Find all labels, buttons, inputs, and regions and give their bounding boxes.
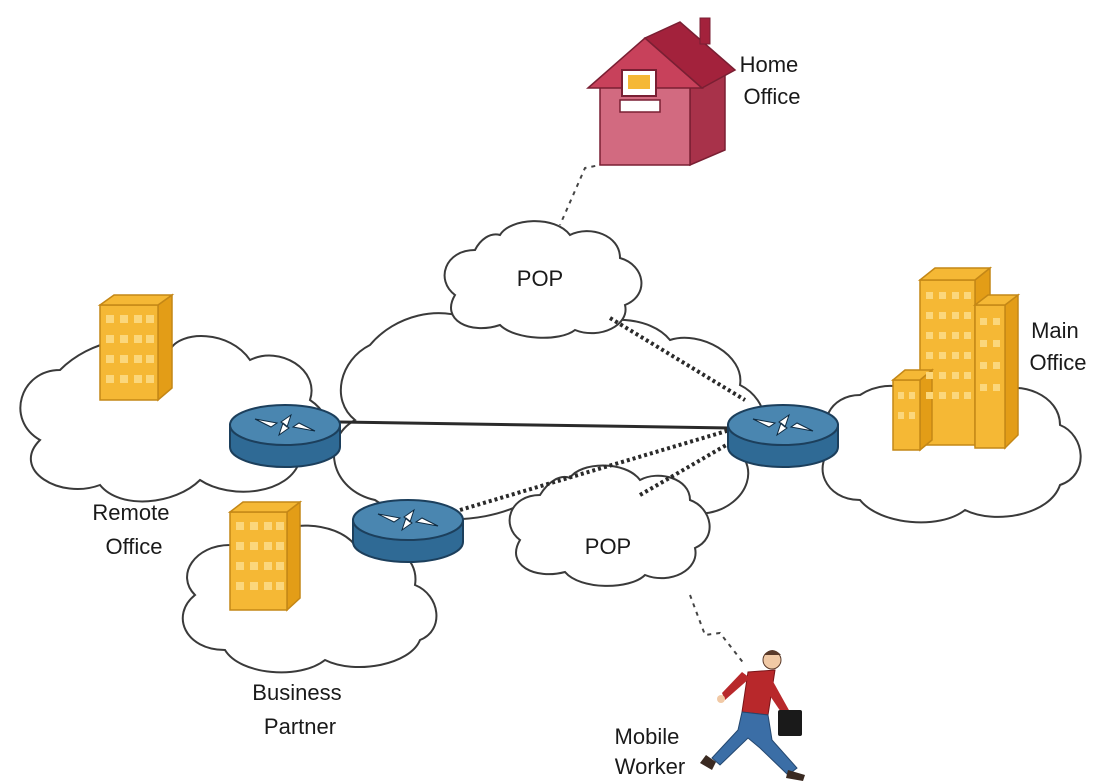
link-pop-bottom-main bbox=[638, 438, 737, 497]
business-partner-label: Business Partner bbox=[252, 680, 347, 739]
remote-office-building-icon bbox=[97, 293, 175, 402]
business-partner-building-icon bbox=[227, 500, 303, 612]
mobile-worker-person-icon bbox=[700, 650, 805, 781]
link-pop-top-main bbox=[608, 316, 747, 402]
main-router-icon bbox=[727, 404, 839, 468]
link-remote-main bbox=[339, 420, 731, 430]
pop-top-label: POP bbox=[517, 266, 563, 291]
main-office-buildings-icon bbox=[890, 266, 1021, 452]
pop-bottom-cloud bbox=[508, 464, 711, 587]
remote-office-label: Remote Office bbox=[92, 500, 175, 559]
home-office-house-icon bbox=[586, 17, 737, 167]
link-partner-main bbox=[459, 428, 731, 512]
home-office-label: Home Office bbox=[740, 52, 805, 109]
pop-top-cloud bbox=[443, 220, 643, 339]
remote-router-icon bbox=[229, 404, 341, 468]
partner-router-icon bbox=[352, 499, 464, 563]
main-office-label: Main Office bbox=[1029, 318, 1086, 375]
mobile-worker-label: Mobile Worker bbox=[615, 724, 686, 779]
link-mobile-pop-bottom bbox=[689, 594, 746, 666]
pop-bottom-label: POP bbox=[585, 534, 631, 559]
